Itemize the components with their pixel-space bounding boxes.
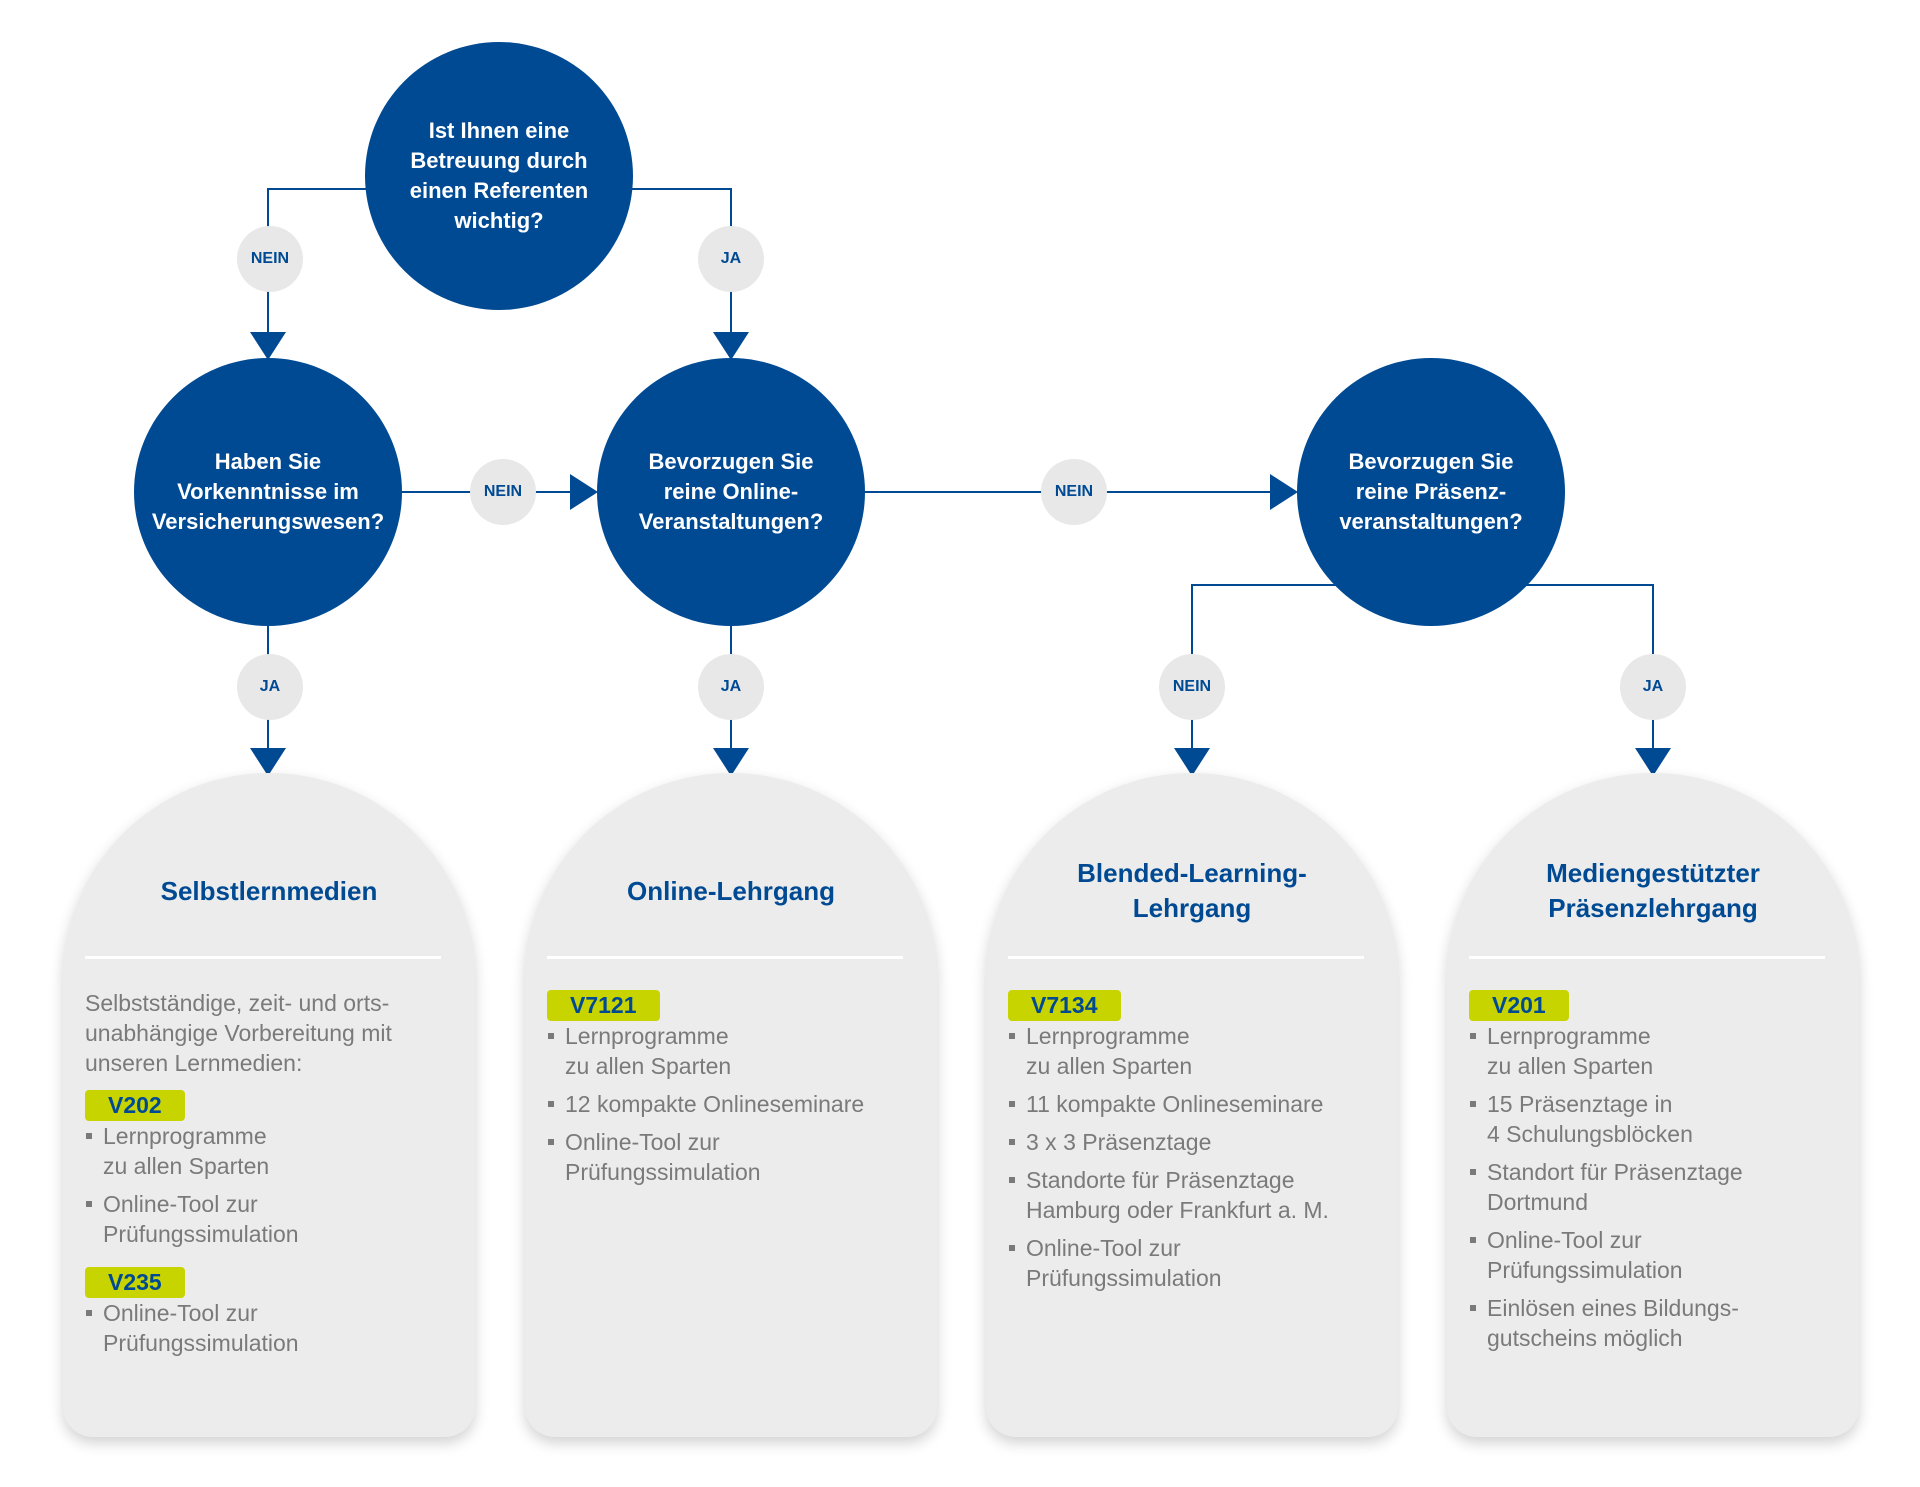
list-item: Lernprogramme zu allen Sparten — [1469, 1021, 1839, 1081]
list-item: Online-Tool zur Prüfungssimulation — [547, 1127, 917, 1187]
course-group: V7121 Lernprogramme zu allen Sparten 12 … — [547, 990, 917, 1187]
list-item: Standort für Präsenztage Dortmund — [1469, 1157, 1839, 1217]
question-text: Haben Sie Vorkenntnisse im Versicherungs… — [151, 449, 385, 534]
course-group: V7134 Lernprogramme zu allen Sparten 11 … — [1008, 990, 1378, 1293]
arrowhead-q2-no — [570, 474, 598, 510]
list-item: 11 kompakte Onlineseminare — [1008, 1089, 1378, 1119]
list-item: 12 kompakte Onlineseminare — [547, 1089, 917, 1119]
course-group: V201 Lernprogramme zu allen Sparten 15 P… — [1469, 990, 1839, 1353]
feature-list: Lernprogramme zu allen Sparten Online-To… — [85, 1121, 455, 1249]
card-title: Blended-Learning- Lehrgang — [1077, 858, 1307, 923]
list-item: 3 x 3 Präsenztage — [1008, 1127, 1378, 1157]
feature-list: Lernprogramme zu allen Sparten 15 Präsen… — [1469, 1021, 1839, 1353]
question-text: Bevorzugen Sie reine Online- Veranstaltu… — [638, 449, 824, 534]
divider — [85, 956, 441, 959]
arrowhead-q3-no — [1270, 474, 1298, 510]
course-code-badge: V201 — [1469, 990, 1569, 1021]
course-group: V202 Lernprogramme zu allen Sparten Onli… — [85, 1090, 455, 1249]
result-card-selbstlernmedien: Selbstlernmedien Selbstständige, zeit- u… — [63, 773, 475, 1437]
result-card-mediengestuetzt: Mediengestützter Präsenzlehrgang V201 Le… — [1447, 773, 1859, 1437]
label-yes: JA — [698, 226, 764, 292]
label-no: NEIN — [237, 226, 303, 292]
list-item: 15 Präsenztage in 4 Schulungsblöcken — [1469, 1089, 1839, 1149]
card-body: V201 Lernprogramme zu allen Sparten 15 P… — [1469, 990, 1839, 1371]
list-item: Online-Tool zur Prüfungssimulation — [85, 1189, 455, 1249]
label-yes: JA — [237, 654, 303, 720]
list-item: Einlösen eines Bildungs- gutscheins mögl… — [1469, 1293, 1839, 1353]
arrowhead-q4-yes — [1635, 748, 1671, 776]
card-body: V7134 Lernprogramme zu allen Sparten 11 … — [1008, 990, 1378, 1311]
result-card-blended-learning: Blended-Learning- Lehrgang V7134 Lernpro… — [986, 773, 1398, 1437]
result-card-online-lehrgang: Online-Lehrgang V7121 Lernprogramme zu a… — [525, 773, 937, 1437]
course-code-badge: V7134 — [1008, 990, 1121, 1021]
label-no: NEIN — [470, 459, 536, 525]
course-group: V235 Online-Tool zur Prüfungssimulation — [85, 1267, 455, 1358]
feature-list: Lernprogramme zu allen Sparten 12 kompak… — [547, 1021, 917, 1187]
card-title: Online-Lehrgang — [627, 875, 835, 906]
card-title: Selbstlernmedien — [160, 875, 378, 906]
question-circle-online: Bevorzugen Sie reine Online- Veranstaltu… — [597, 358, 865, 626]
card-body: Selbstständige, zeit- und orts- unabhäng… — [85, 988, 455, 1376]
question-text: Ist Ihnen eine Betreuung durch einen Ref… — [409, 118, 589, 233]
card-intro: Selbstständige, zeit- und orts- unabhäng… — [85, 990, 392, 1076]
feature-list: Lernprogramme zu allen Sparten 11 kompak… — [1008, 1021, 1378, 1293]
course-code-badge: V235 — [85, 1267, 185, 1298]
divider — [1008, 956, 1364, 959]
list-item: Lernprogramme zu allen Sparten — [1008, 1021, 1378, 1081]
feature-list: Online-Tool zur Prüfungssimulation — [85, 1298, 455, 1358]
arrowhead-q2-yes — [250, 748, 286, 776]
question-text: Bevorzugen Sie reine Präsenz- veranstalt… — [1339, 449, 1523, 534]
question-circle-referent: Ist Ihnen eine Betreuung durch einen Ref… — [365, 42, 633, 310]
label-yes: JA — [698, 654, 764, 720]
list-item: Lernprogramme zu allen Sparten — [547, 1021, 917, 1081]
arrowhead-q1-yes — [713, 332, 749, 360]
arrowhead-q4-no — [1174, 748, 1210, 776]
arrowhead-q1-no — [250, 332, 286, 360]
divider — [547, 956, 903, 959]
list-item: Online-Tool zur Prüfungssimulation — [85, 1298, 455, 1358]
label-yes: JA — [1620, 654, 1686, 720]
list-item: Lernprogramme zu allen Sparten — [85, 1121, 455, 1181]
label-no: NEIN — [1159, 654, 1225, 720]
question-circle-presence: Bevorzugen Sie reine Präsenz- veranstalt… — [1297, 358, 1565, 626]
question-circle-prior-knowledge: Haben Sie Vorkenntnisse im Versicherungs… — [134, 358, 402, 626]
list-item: Online-Tool zur Prüfungssimulation — [1469, 1225, 1839, 1285]
card-body: V7121 Lernprogramme zu allen Sparten 12 … — [547, 990, 917, 1205]
card-title: Mediengestützter Präsenzlehrgang — [1546, 858, 1760, 923]
list-item: Online-Tool zur Prüfungssimulation — [1008, 1233, 1378, 1293]
label-no: NEIN — [1041, 459, 1107, 525]
course-code-badge: V202 — [85, 1090, 185, 1121]
divider — [1469, 956, 1825, 959]
arrowhead-q3-yes — [713, 748, 749, 776]
course-code-badge: V7121 — [547, 990, 660, 1021]
list-item: Standorte für Präsenztage Hamburg oder F… — [1008, 1165, 1378, 1225]
